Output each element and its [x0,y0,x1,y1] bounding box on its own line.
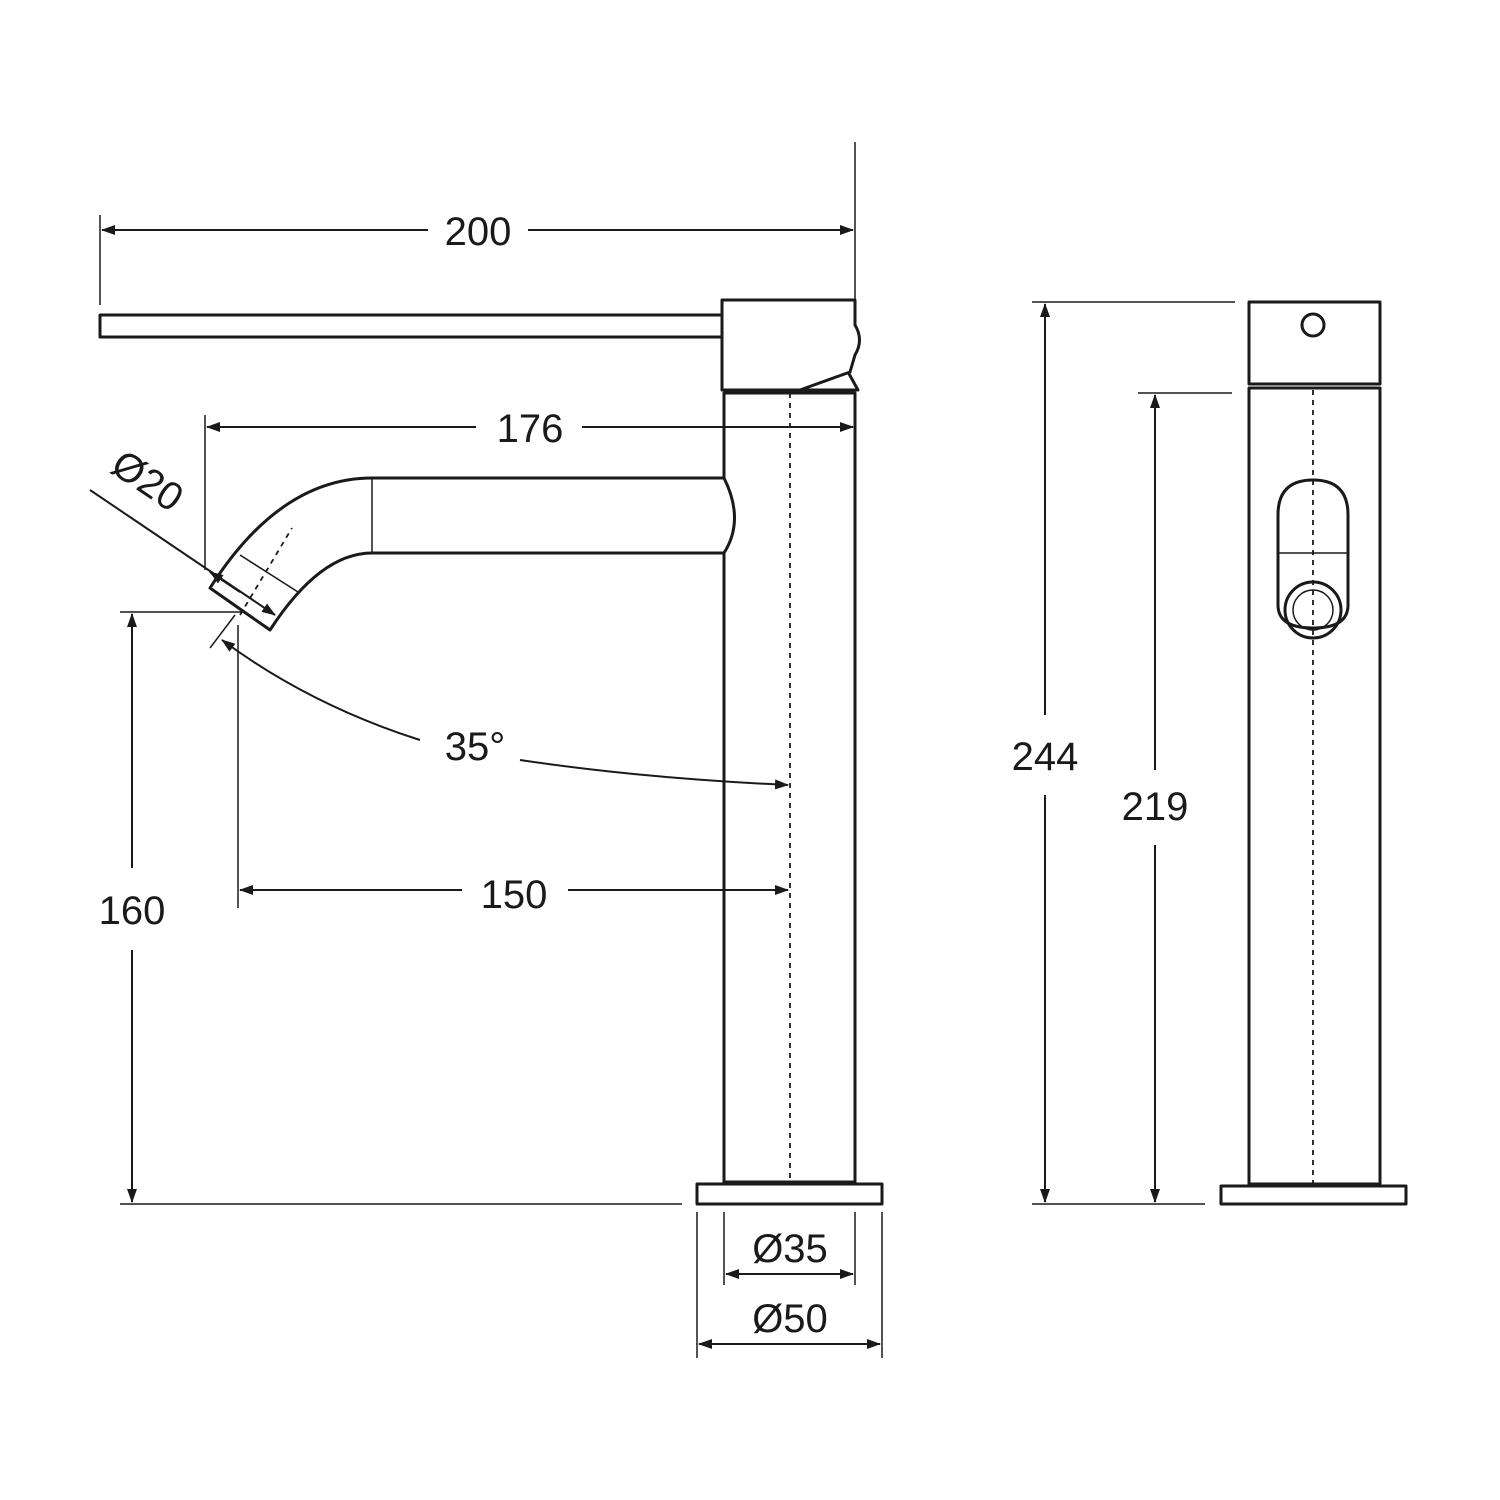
faucet-body [722,391,857,1184]
handle-collar [800,371,860,392]
side-view: 200 176 Ø20 160 150 35° Ø35 [89,142,884,1358]
angle-arc-right [519,759,789,790]
dim-spout-angle: 35° [445,725,506,769]
front-body [1247,386,1382,1186]
base-plate [695,1182,884,1206]
dim-outlet-height: 160 [99,889,166,933]
spout-aerator-line [239,554,299,593]
dim-spout-reach: 176 [497,407,564,451]
handle-lever [98,313,724,339]
dim-body-height: 219 [1122,785,1189,829]
dim-outlet-to-centre: 150 [481,873,548,917]
dim-overall-height: 244 [1012,735,1079,779]
angle-arc-left [221,639,421,741]
spout [208,476,724,632]
dim-line-d20-back [209,571,241,593]
dim-line-d20 [89,489,276,616]
front-view: 244 219 [1012,300,1408,1206]
spout-centreline [239,527,293,616]
angle-ref-line [209,614,236,649]
front-handle-screw [1300,312,1326,338]
handle-cap [720,298,861,392]
front-handle-cap [1247,300,1382,386]
front-aerator-inner [1292,589,1334,631]
dim-base-diameter: Ø50 [752,1297,828,1341]
front-base-plate [1219,1184,1408,1206]
dim-overall-length: 200 [445,210,512,254]
front-aerator [1283,580,1343,640]
dim-body-diameter: Ø35 [752,1227,828,1271]
front-spout [1276,478,1350,630]
